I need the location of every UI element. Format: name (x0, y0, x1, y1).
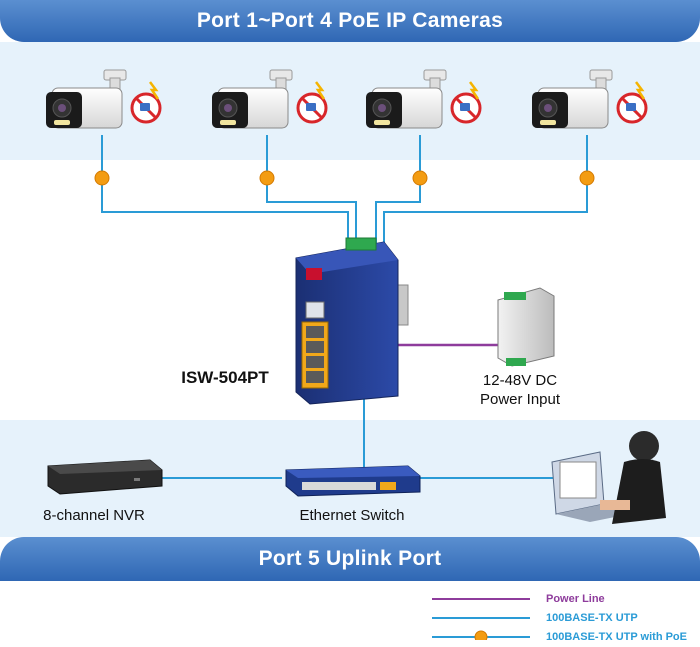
footer-title: Port 5 Uplink Port (258, 547, 442, 570)
power-label-line2: Power Input (479, 391, 561, 408)
poe-cables (101, 135, 588, 248)
footer-band (0, 537, 700, 581)
poe-badge-2 (259, 170, 275, 186)
switch-label: Ethernet Switch (299, 507, 405, 524)
camera-3 (364, 68, 482, 130)
legend-label-power: Power Line (546, 593, 605, 605)
uplink-cables (160, 392, 560, 479)
camera-1 (44, 68, 162, 130)
laptop-user (551, 431, 666, 524)
device-model-label: ISW-504PT (181, 368, 269, 387)
poe-badge-1 (94, 170, 110, 186)
poe-badge-3 (412, 170, 428, 186)
ethernet-switch (285, 465, 421, 497)
isw-device (295, 237, 409, 405)
nvr-label: 8-channel NVR (43, 507, 145, 524)
legend-label-utp: 100BASE-TX UTP (546, 612, 638, 624)
power-label-line1: 12-48V DC (482, 372, 558, 389)
camera-2 (210, 68, 328, 130)
legend-poe-badge (474, 630, 488, 640)
poe-badge-4 (579, 170, 595, 186)
legend-lines (432, 598, 530, 640)
legend-label-poe: 100BASE-TX UTP with PoE (546, 631, 687, 643)
header-band (0, 0, 700, 42)
header-title: Port 1~Port 4 PoE IP Cameras (196, 9, 504, 32)
nvr-device (47, 459, 163, 495)
dc-power-supply (497, 287, 555, 367)
camera-4 (530, 68, 648, 130)
